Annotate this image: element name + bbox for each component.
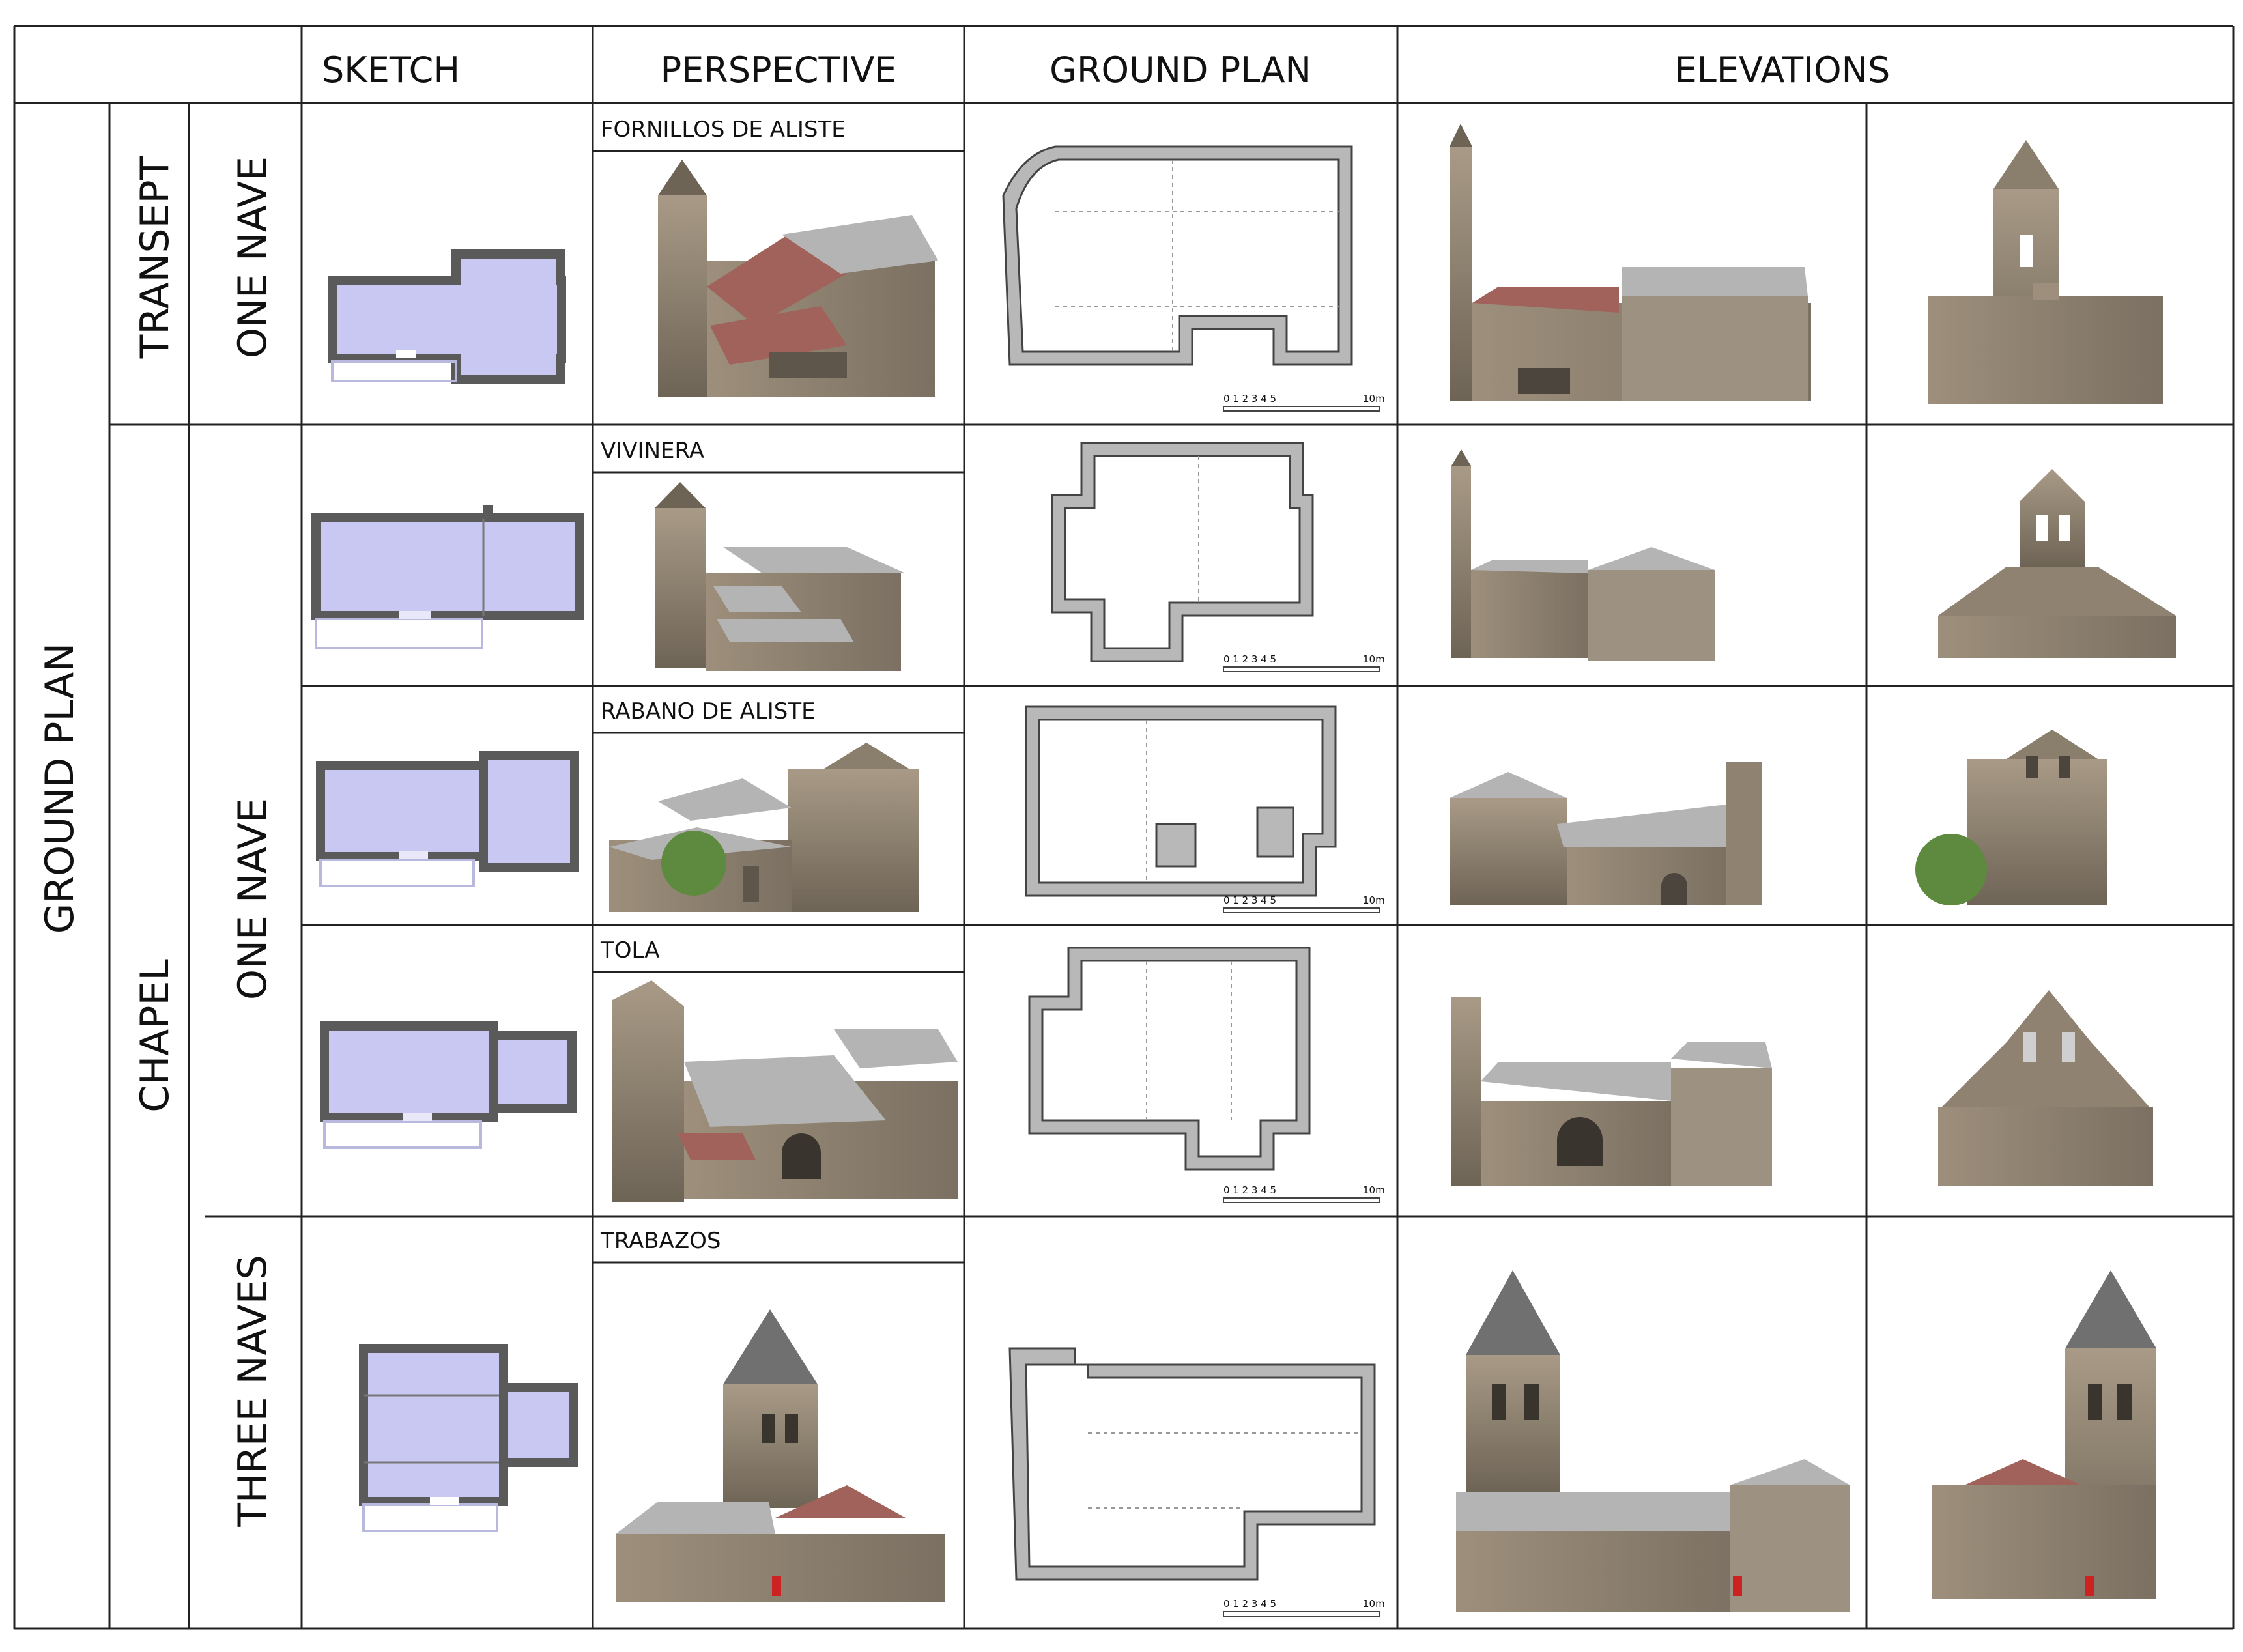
elevation-front-fornillos (1928, 140, 2163, 404)
header-sketch: SKETCH (322, 50, 460, 91)
svg-text:10m: 10m (1363, 393, 1385, 405)
church-name: TRABAZOS (600, 1228, 721, 1254)
label-chapel: CHAPEL (132, 959, 178, 1113)
scale-bar: 0 1 2 3 4 5 10m (1223, 1598, 1385, 1617)
header-perspective: PERSPECTIVE (661, 50, 897, 91)
svg-text:10m: 10m (1363, 894, 1385, 906)
scale-bar: 0 1 2 3 4 5 10m (1223, 653, 1385, 672)
perspective-trabazos (616, 1309, 945, 1602)
church-name: VIVINERA (601, 438, 704, 464)
sketch-chapel-rabano (316, 751, 579, 887)
scale-bar: 0 1 2 3 4 5 10m (1223, 894, 1385, 913)
header-ground-plan: GROUND PLAN (1050, 50, 1311, 91)
svg-text:10m: 10m (1363, 653, 1385, 665)
scale-bar: 0 1 2 3 4 5 10m (1223, 393, 1385, 412)
sketch-three-naves (359, 1344, 578, 1532)
elevation-front-rabano (1915, 730, 2107, 905)
perspective-tola (612, 980, 958, 1202)
sketch-chapel-vivinera (311, 505, 584, 649)
ground-plan-rabano (1025, 705, 1337, 897)
label-one-nave-chapel: ONE NAVE (230, 798, 276, 1000)
svg-text:0 1 2 3 4 5: 0 1 2 3 4 5 (1223, 653, 1276, 665)
label-three-naves: THREE NAVES (230, 1255, 276, 1527)
label-one-nave-transept: ONE NAVE (230, 156, 276, 358)
ground-plan-tola (1028, 947, 1311, 1171)
ground-plan-trabazos (1008, 1347, 1376, 1581)
svg-text:0 1 2 3 4 5: 0 1 2 3 4 5 (1223, 393, 1276, 405)
church-name: TOLA (600, 937, 660, 963)
scale-bar: 0 1 2 3 4 5 10m (1223, 1184, 1385, 1203)
svg-text:0 1 2 3 4 5: 0 1 2 3 4 5 (1223, 1598, 1276, 1610)
perspective-rabano (609, 743, 919, 912)
perspective-vivinera (655, 482, 906, 671)
elevation-front-tola (1938, 990, 2153, 1186)
elevation-side-trabazos (1456, 1270, 1850, 1612)
perspective-fornillos (658, 160, 938, 397)
header-elevations: ELEVATIONS (1675, 50, 1891, 91)
church-name: FORNILLOS DE ALISTE (601, 117, 846, 143)
label-ground-plan: GROUND PLAN (37, 643, 83, 933)
label-transept: TRANSEPT (132, 156, 178, 359)
sketch-chapel-tola (320, 1021, 577, 1149)
elevation-front-vivinera (1938, 469, 2176, 658)
elevation-front-trabazos (1932, 1270, 2156, 1599)
svg-text:10m: 10m (1363, 1184, 1385, 1196)
ground-plan-vivinera (1051, 442, 1314, 662)
elevation-side-tola (1451, 997, 1772, 1186)
church-name: RABANO DE ALISTE (601, 698, 816, 724)
elevation-side-rabano (1450, 762, 1762, 905)
svg-text:0 1 2 3 4 5: 0 1 2 3 4 5 (1223, 894, 1276, 906)
table-grid (13, 25, 2235, 1630)
elevation-side-fornillos (1450, 124, 1811, 401)
ground-plan-fornillos (1002, 145, 1353, 366)
svg-text:10m: 10m (1363, 1598, 1385, 1610)
svg-text:0 1 2 3 4 5: 0 1 2 3 4 5 (1223, 1184, 1276, 1196)
elevation-side-vivinera (1451, 449, 1715, 661)
sketch-transept (328, 249, 566, 384)
